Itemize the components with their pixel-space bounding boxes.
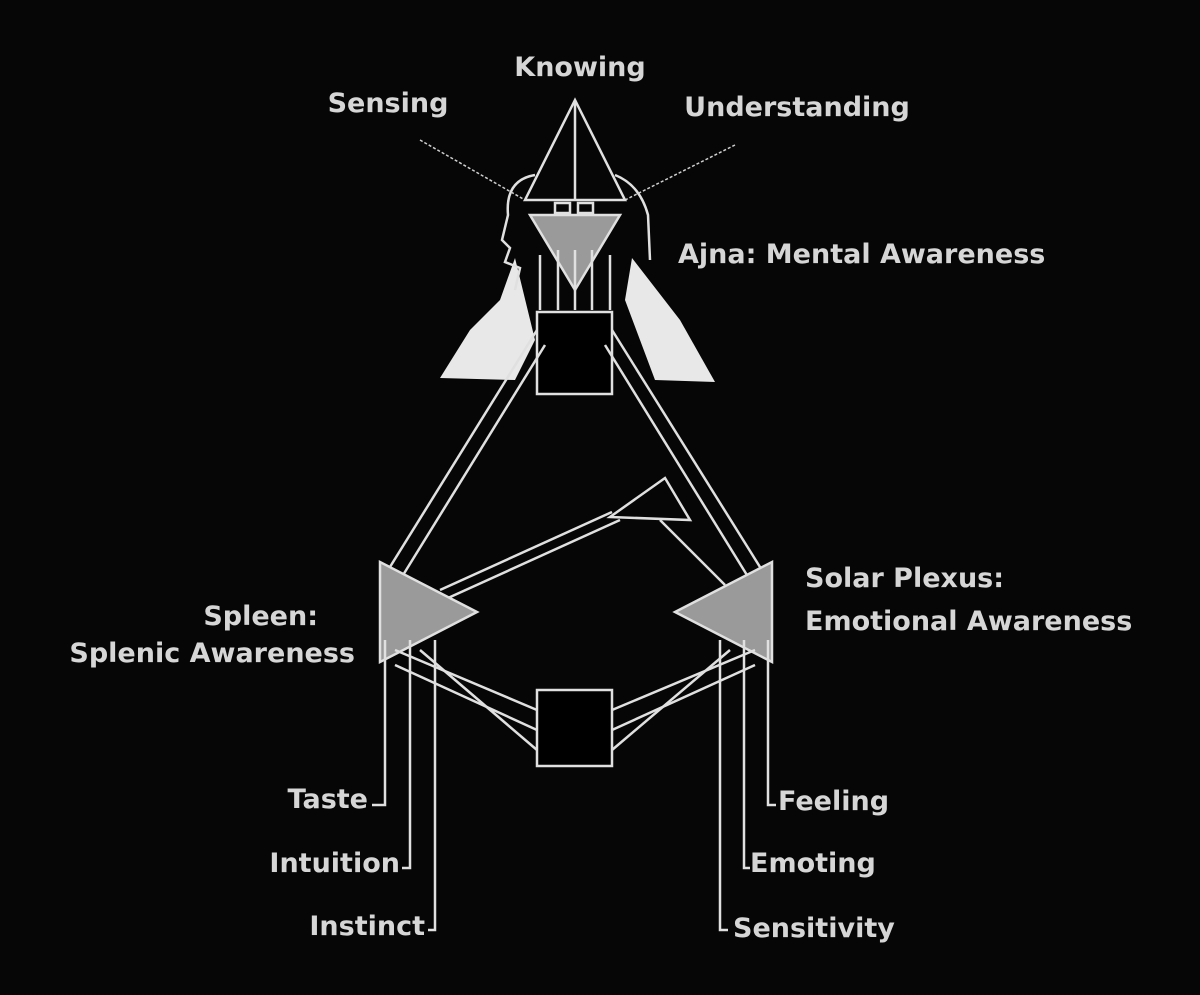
label-feeling: Feeling xyxy=(778,786,889,817)
sacral-center xyxy=(535,688,614,768)
throat-spleen-channel xyxy=(383,329,767,581)
label-knowing: Knowing xyxy=(514,52,645,83)
label-emotional-awareness: Emotional Awareness xyxy=(805,606,1132,637)
solar-stream-lines xyxy=(718,640,776,932)
label-understanding: Understanding xyxy=(684,92,910,123)
solar-plexus-center xyxy=(672,559,774,665)
heart-center-triangle xyxy=(606,476,693,522)
left-wing xyxy=(440,258,535,380)
gate-box xyxy=(553,201,572,215)
label-splenic-awareness: Splenic Awareness xyxy=(69,638,355,669)
sensing-pointer xyxy=(419,139,526,201)
label-emoting: Emoting xyxy=(750,848,876,879)
gate-box xyxy=(576,201,595,215)
label-intuition: Intuition xyxy=(269,848,400,879)
heart-solar-channel xyxy=(659,519,726,586)
label-ajna: Ajna: Mental Awareness xyxy=(678,239,1045,270)
label-solar-plexus: Solar Plexus: xyxy=(805,563,1004,594)
spleen-stream-lines xyxy=(372,640,437,932)
label-instinct: Instinct xyxy=(309,911,425,942)
understanding-pointer xyxy=(624,144,736,201)
sacral-channels xyxy=(394,648,756,751)
label-spleen: Spleen: xyxy=(203,601,318,632)
label-taste: Taste xyxy=(288,784,368,815)
label-sensing: Sensing xyxy=(328,88,449,119)
throat-center xyxy=(535,310,614,396)
spleen-center xyxy=(378,559,480,665)
head-outline xyxy=(500,173,652,291)
label-sensitivity: Sensitivity xyxy=(733,913,895,944)
heart-spleen-channel xyxy=(439,510,613,592)
heart-spleen-channel xyxy=(447,518,621,600)
right-wing xyxy=(625,258,715,382)
